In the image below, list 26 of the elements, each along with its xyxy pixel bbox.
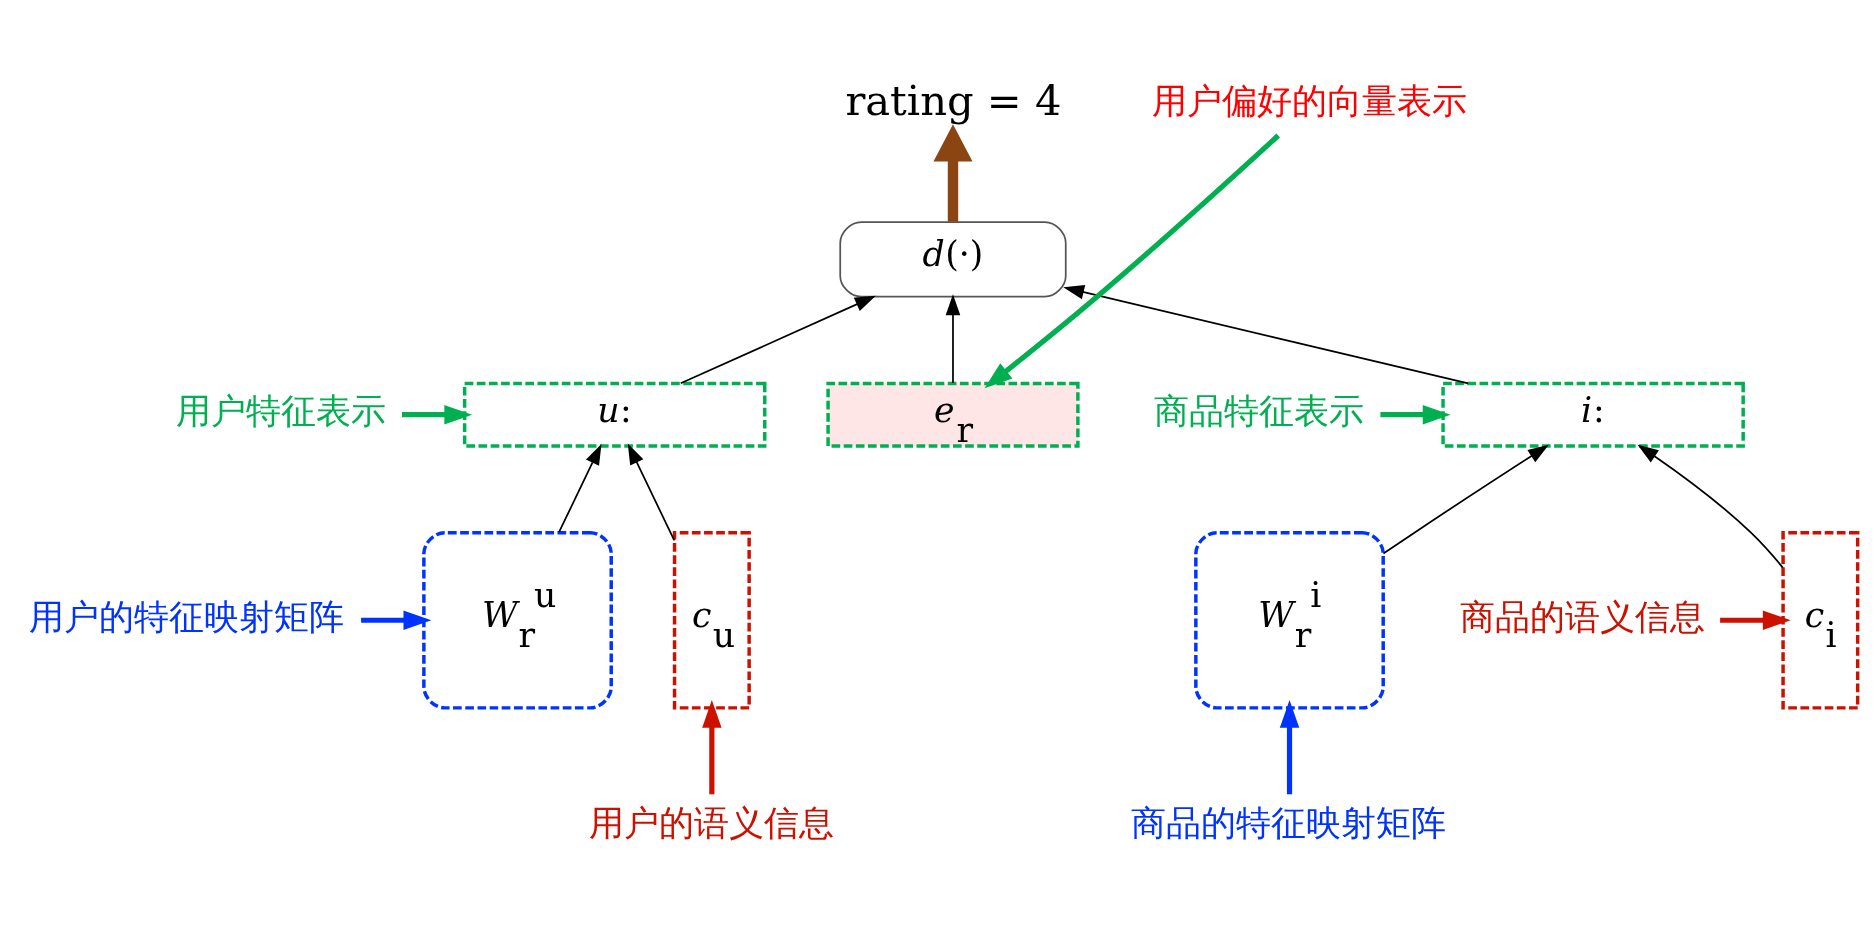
node-text: rating = 4 (845, 75, 1062, 125)
arrow (402, 404, 473, 424)
node-text: 商品的语义信息 (1459, 596, 1705, 637)
arrow (945, 293, 961, 384)
node-text: 商品的特征映射矩阵 (1130, 802, 1446, 843)
arrow (1279, 699, 1300, 794)
arrow (361, 610, 432, 630)
arrow (1720, 610, 1791, 630)
arrow (1637, 444, 1784, 568)
arrow (627, 443, 676, 541)
node-box: i: (1441, 381, 1745, 448)
arrow (1380, 404, 1451, 424)
arrow (558, 443, 602, 533)
node-text: 用户的特征映射矩阵 (29, 596, 345, 637)
node-text: 商品特征表示 (1154, 390, 1365, 431)
node-text: 用户的语义信息 (588, 802, 834, 843)
node-box: u: (462, 381, 767, 448)
node-text: 用户偏好的向量表示 (1151, 80, 1467, 121)
arrow (933, 123, 973, 222)
arrow (679, 295, 876, 384)
node-text: 用户特征表示 (175, 390, 386, 431)
node-box: d(·) (839, 220, 1067, 298)
arrow (702, 699, 722, 794)
arrow (1063, 284, 1470, 384)
arrow (1382, 444, 1549, 554)
arrow (984, 133, 1280, 388)
